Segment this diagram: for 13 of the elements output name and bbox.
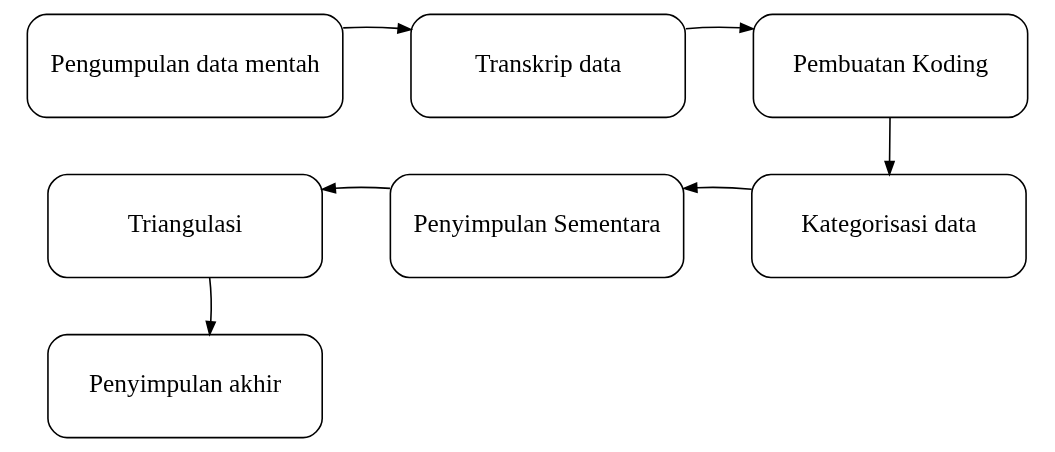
arrow — [205, 276, 217, 337]
node-box: Penyimpulan Sementara — [389, 173, 685, 279]
node-box: Transkrip data — [410, 13, 687, 119]
arrow — [685, 22, 756, 34]
arrow — [884, 116, 896, 177]
arrow — [681, 182, 753, 194]
node-box: Penyimpulan akhir — [47, 333, 323, 439]
node-box: Kategorisasi data — [751, 173, 1027, 279]
arrow — [320, 182, 391, 194]
node-box: Triangulasi — [47, 173, 323, 279]
node-box: Pembuatan Koding — [752, 13, 1029, 119]
node-box: Pengumpulan data mentah — [26, 13, 344, 119]
arrow — [342, 22, 414, 34]
